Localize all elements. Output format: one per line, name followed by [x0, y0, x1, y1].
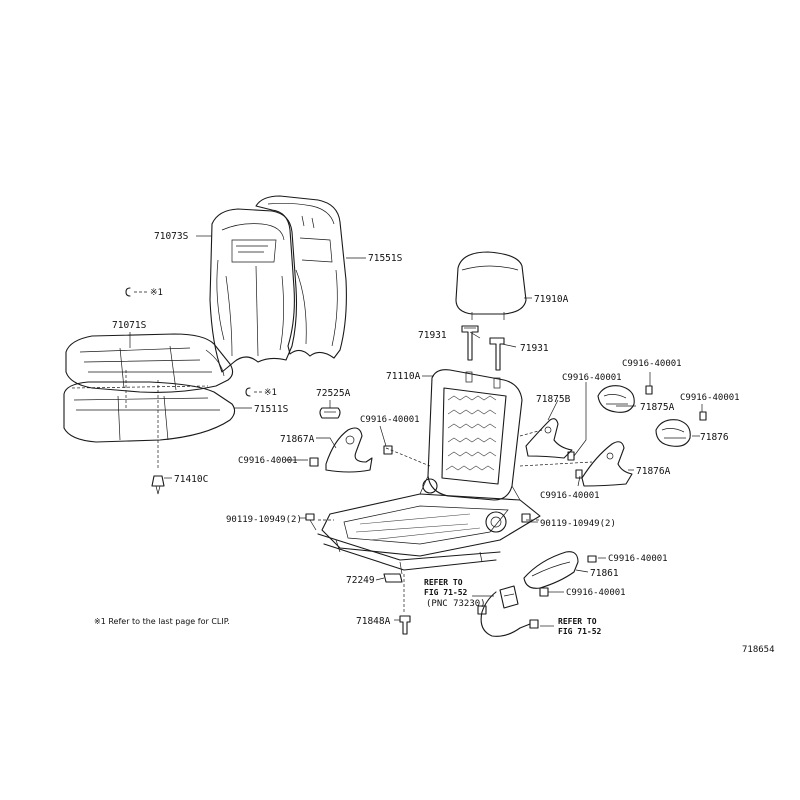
label-c9916-1: C9916-40001 [360, 415, 420, 425]
cover-71867a-part [309, 427, 393, 473]
leader-lines [129, 235, 703, 627]
label-72525a: 72525A [316, 388, 351, 399]
label-71071s: 71071S [112, 320, 147, 331]
knob-72525a-part [319, 407, 341, 419]
label-c9916-3: C9916-40001 [562, 373, 622, 383]
seatback-cover-part [209, 208, 298, 373]
label-c9916-7: C9916-40001 [608, 554, 668, 564]
label-71848a: 71848A [356, 616, 391, 627]
clip-symbol-2 [245, 387, 262, 397]
cushion-cover-part [65, 333, 234, 393]
cover-71875a-part [597, 385, 653, 413]
refer-2-line2: FIG 71-52 [558, 627, 602, 636]
clip-symbol-1 [125, 287, 148, 297]
headrest-part [455, 251, 527, 320]
refer-1-line3: (PNC 73230) [426, 599, 486, 609]
bolt-71848a-part [399, 615, 411, 635]
refer-1-line2: FIG 71-52 [424, 588, 468, 597]
footnote: ※1 Refer to the last page for CLIP. [94, 617, 230, 626]
assembly-line-frame-2 [519, 429, 543, 437]
label-71876a: 71876A [636, 466, 671, 477]
cover-71876-part [655, 411, 707, 447]
cover-71861-part [523, 551, 597, 597]
label-71410c: 71410C [174, 474, 208, 485]
label-90119-left: 90119-10949(2) [226, 515, 302, 525]
label-71551s: 71551S [368, 253, 403, 264]
label-clip2: ※1 [264, 388, 277, 398]
label-c9916-5: C9916-40001 [680, 393, 740, 403]
cushion-pad-part [63, 381, 236, 443]
label-71867a: 71867A [280, 434, 315, 445]
belt-buckle-part [477, 585, 539, 637]
label-71110a: 71110A [386, 371, 421, 382]
clip-71410c-part [151, 475, 165, 495]
label-71931-right: 71931 [520, 343, 549, 354]
headrest-support-left [461, 325, 479, 361]
bolt-90119-right [521, 513, 531, 523]
label-71511s: 71511S [254, 404, 289, 415]
label-71910a: 71910A [534, 294, 569, 305]
bracket-71876a-part [575, 441, 633, 487]
label-clip1: ※1 [150, 288, 163, 298]
label-c9916-8: C9916-40001 [566, 588, 626, 598]
label-71931-left: 71931 [418, 330, 447, 341]
assembly-line-frame-3 [519, 461, 593, 467]
refer-2-line1: REFER TO [558, 617, 597, 626]
label-71876: 71876 [700, 432, 729, 443]
label-71861: 71861 [590, 568, 619, 579]
bracket-71875b-part [525, 418, 575, 461]
part-72249 [383, 573, 403, 583]
seatback-pad-part [255, 195, 347, 359]
label-c9916-6: C9916-40001 [540, 491, 600, 501]
refer-1-line1: REFER TO [424, 578, 463, 587]
label-71875b: 71875B [536, 394, 571, 405]
label-71875a: 71875A [640, 402, 675, 413]
bolt-90119-left [305, 513, 317, 531]
label-71073s: 71073S [154, 231, 189, 242]
label-c9916-4: C9916-40001 [622, 359, 682, 369]
figure-id: 718654 [742, 645, 775, 655]
label-90119-right: 90119-10949(2) [540, 519, 616, 529]
seat-frame-part [317, 369, 541, 575]
headrest-support-right [489, 337, 505, 371]
label-72249: 72249 [346, 575, 375, 586]
assembly-line-frame-1 [385, 447, 431, 467]
label-c9916-2: C9916-40001 [238, 456, 298, 466]
